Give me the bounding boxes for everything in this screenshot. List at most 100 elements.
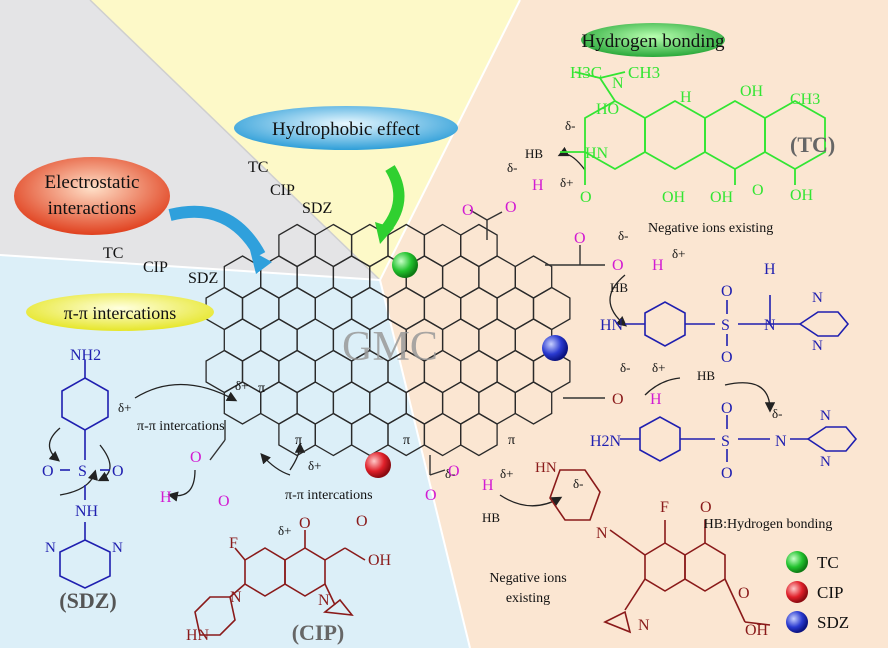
cip-n-1: N [318,592,330,609]
gmc-o-1: O [462,202,474,219]
sdz-o-5: O [42,463,54,480]
gmc-o-4: O [612,257,624,274]
hydrophobic-label: Hydrophobic effect [272,119,421,140]
electrostatic-label-2: interactions [48,198,137,219]
gmc-o-2: O [505,199,517,216]
tc-ch3-1: CH3 [628,63,660,82]
sdz-sphere [542,335,568,361]
tc-ho: HO [596,101,619,118]
cip-molecule-center [194,530,366,636]
gmc-o-6: O [190,449,202,466]
sdz-label-hydrophobic: SDZ [302,200,332,217]
sdz-o-4: O [721,465,733,482]
pi-symbol-3: π [403,433,410,448]
neg-ions-cip-2: existing [506,591,550,606]
sdz-o-2: O [721,349,733,366]
oxygen-groups [209,209,605,476]
delta-minus-4: δ- [620,360,630,375]
cip-label-hydrophobic: CIP [270,182,295,199]
legend-marker [786,611,808,633]
delta-plus-8: δ+ [500,466,513,481]
legend-marker [786,551,808,573]
tc-ch3-2: CH3 [790,91,820,108]
delta-plus-3: δ+ [652,360,665,375]
delta-minus-6: δ- [445,466,455,481]
hb-label-2: HB [610,280,628,295]
sdz-s-2: S [721,433,730,450]
hydrophobic-arrow [380,165,405,234]
hb-legend-label: HB:Hydrogen bonding [704,517,833,532]
legend-marker [786,581,808,603]
electrostatic-label-1: Electrostatic [45,172,140,193]
gmc-o-5: O [612,391,624,408]
delta-plus-4: δ+ [118,400,131,415]
sdz-h-1: H [764,261,776,278]
gmc-h-1: H [532,177,544,194]
delta-plus-2: δ+ [672,246,685,261]
sdz-o-6: O [112,463,124,480]
hydrophobic-ellipse [234,106,458,150]
hydrophobic-arrowhead [375,222,394,244]
cip-oh-1: OH [368,552,392,569]
cip-name: (CIP) [292,620,345,645]
sdz-hn-1: HN [600,317,624,334]
sdz-n-1: N [764,317,776,334]
delta-plus-5: δ+ [235,378,248,393]
electrostatic-ellipse [14,157,170,235]
sdz-nh2: NH2 [70,347,101,364]
pi-symbol-1: π [258,381,265,396]
sdz-s-3: S [78,463,87,480]
gmc-o-8: O [448,463,460,480]
sdz-n-2: N [812,290,823,306]
legend-label: TC [817,553,839,572]
sdz-n-7: N [45,540,56,556]
tc-o-2: O [752,182,764,199]
electrostatic-arrow [168,205,266,258]
neg-ions-cip-1: Negative ions [489,571,566,586]
gmc-h-2: H [652,257,664,274]
legend: TC CIP SDZ [786,551,849,633]
cip-o-2: O [356,513,368,530]
pi-symbol-2: π [295,433,302,448]
sdz-h2n: H2N [590,433,622,450]
graphene-lattice [205,223,571,457]
tc-sphere [392,252,418,278]
hb-label-4: HB [482,510,500,525]
tc-oh-4: OH [790,187,814,204]
cip-f-2: F [660,499,669,516]
gmc-h-5: H [482,477,494,494]
cip-n-3: N [596,525,608,542]
tc-oh-2: OH [662,189,686,206]
sdz-nh: NH [75,503,99,520]
tc-oh-1: OH [740,83,764,100]
lattice-hexagon [514,381,553,425]
lattice-hexagon [460,412,498,457]
pi-pi-label: π-π intercations [64,303,177,323]
hb-label-3: HB [697,368,715,383]
tc-n: N [612,75,624,92]
gmc-o-3: O [574,230,586,247]
cip-hn-2: HN [535,460,557,476]
sdz-o-3: O [721,400,733,417]
hydrogen-bonding-label: Hydrogen bonding [581,31,725,52]
pi-pi-ellipse [26,293,214,331]
interaction-arrows [48,146,776,507]
hb-label-1: HB [525,146,543,161]
tc-h3c: H3C [570,63,602,82]
legend-label: SDZ [817,613,849,632]
sdz-o-1: O [721,283,733,300]
cip-o-4: O [738,585,750,602]
sdz-n-5: N [820,408,831,424]
tc-hn: HN [585,145,609,162]
sdz-n-4: N [775,433,787,450]
cip-o-1: O [299,515,311,532]
pi-pi-annotation-2: π-π intercations [285,488,373,503]
cip-n-2: N [230,589,242,606]
sdz-molecule-upper [625,295,850,347]
legend-label: CIP [817,583,843,602]
tc-h: H [680,89,692,106]
sdz-n-8: N [112,540,123,556]
pi-pi-annotation-1: π-π intercations [137,419,225,434]
